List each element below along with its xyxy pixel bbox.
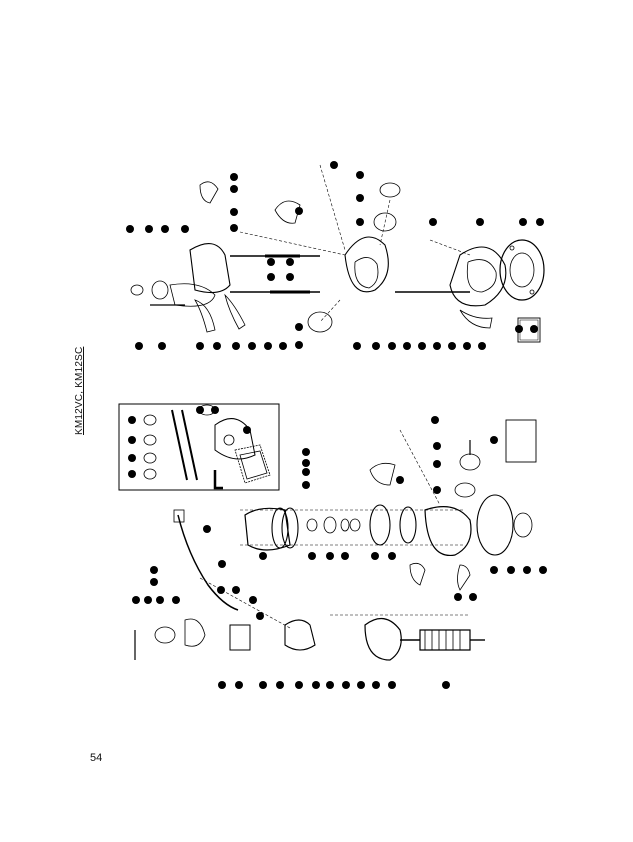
lower-assembly (134, 419, 537, 661)
parts-accessory-box (118, 403, 280, 491)
page-number: 54 (90, 752, 103, 764)
upper-assembly (130, 164, 545, 343)
part-number-callouts (126, 161, 547, 689)
